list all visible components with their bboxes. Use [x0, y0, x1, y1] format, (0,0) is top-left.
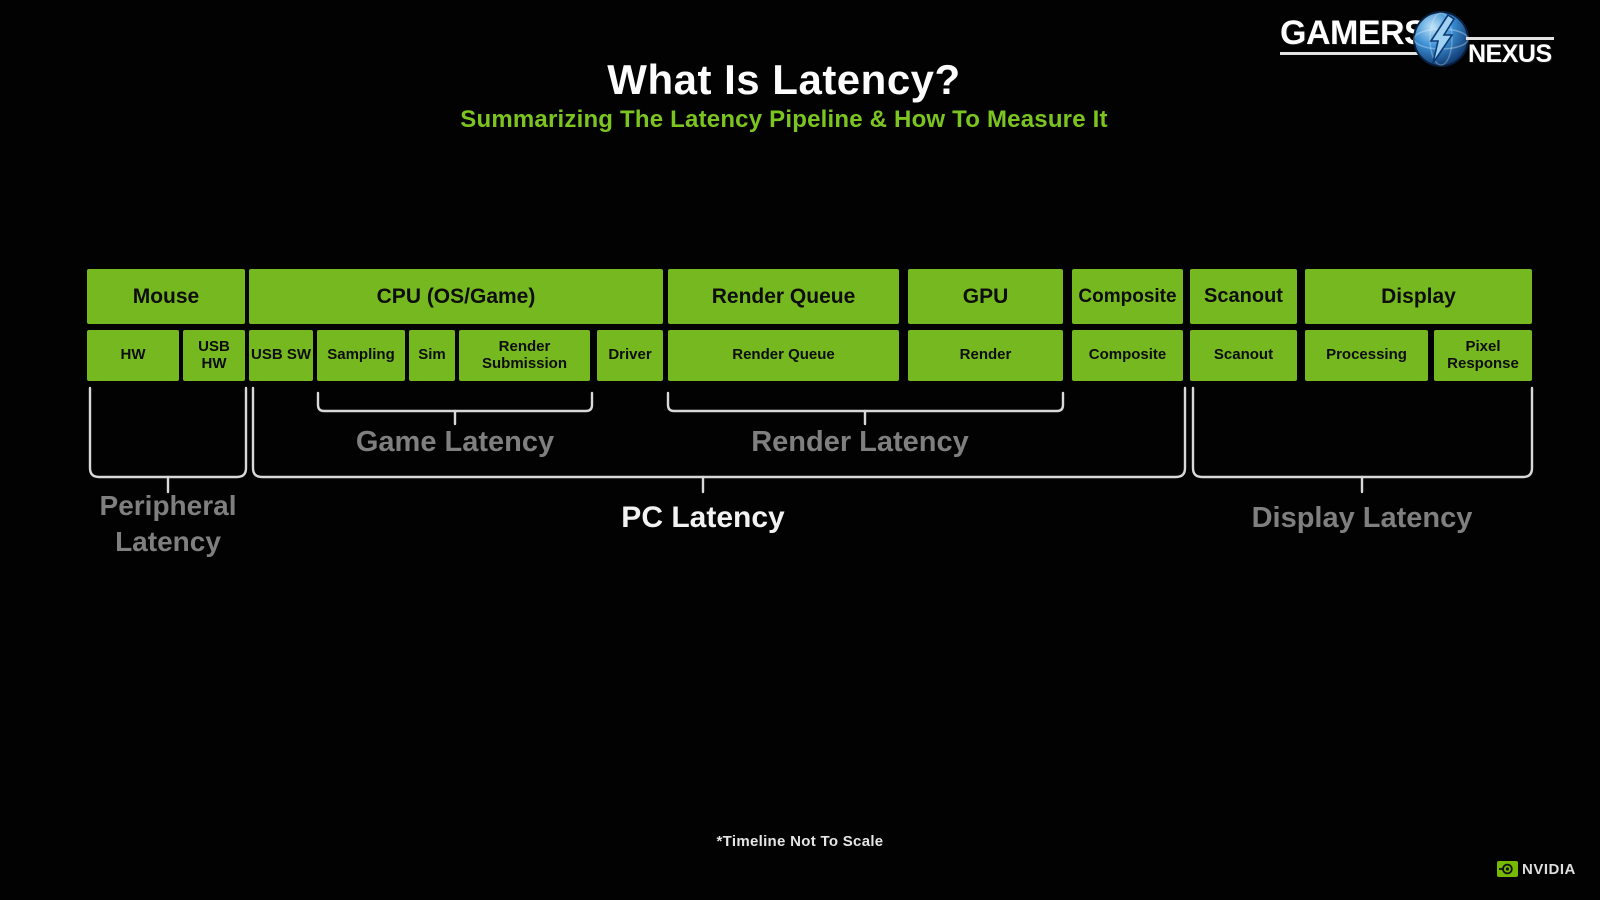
nvidia-eye-icon: [1497, 861, 1518, 877]
brace-render-latency: [666, 391, 1065, 426]
pipeline-substage-hw: HW: [87, 330, 179, 381]
page-title: What Is Latency?: [607, 56, 961, 103]
pipeline-substage-composite: Composite: [1072, 330, 1183, 381]
pipeline-stage-mouse: Mouse: [87, 269, 245, 324]
pipeline-stage-cpu: CPU (OS/Game): [249, 269, 663, 324]
pipeline-stage-display: Display: [1305, 269, 1532, 324]
pipeline-substage-render: Render: [908, 330, 1063, 381]
brace-peripheral-latency: [88, 386, 248, 494]
pipeline-substage-scanout: Scanout: [1190, 330, 1297, 381]
label-render-latency: Render Latency: [751, 426, 969, 458]
footnote: *Timeline Not To Scale: [716, 833, 884, 850]
gamers-nexus-wordmark-left: GAMERS: [1280, 14, 1427, 52]
label-game-latency: Game Latency: [355, 426, 555, 458]
pipeline-substage-usb-hw: USB HW: [183, 330, 245, 381]
page-subtitle: Summarizing The Latency Pipeline & How T…: [460, 106, 1108, 133]
pipeline-substage-driver: Driver: [597, 330, 663, 381]
brace-display-latency: [1191, 386, 1534, 494]
label-peripheral-latency: Peripheral Latency: [99, 490, 237, 557]
pipeline-substage-render-queue: Render Queue: [668, 330, 899, 381]
brace-game-latency: [316, 391, 594, 426]
gamers-nexus-underline: [1280, 52, 1430, 55]
pipeline-stage-scanout: Scanout: [1190, 269, 1297, 324]
nvidia-logo: NVIDIA: [1497, 858, 1576, 880]
label-display-latency: Display Latency: [1251, 502, 1473, 534]
pipeline-substage-pixel-response: Pixel Response: [1434, 330, 1532, 381]
pipeline-stage-composite: Composite: [1072, 269, 1183, 324]
pipeline-substage-sim: Sim: [409, 330, 455, 381]
pipeline-stage-gpu: GPU: [908, 269, 1063, 324]
pipeline-substage-render-submission: Render Submission: [459, 330, 590, 381]
pipeline-stage-render-queue: Render Queue: [668, 269, 899, 324]
pipeline-substage-sampling: Sampling: [317, 330, 405, 381]
gamers-nexus-globe-icon: [1413, 11, 1469, 67]
pipeline-substage-usb-sw: USB SW: [249, 330, 313, 381]
label-pc-latency: PC Latency: [621, 501, 785, 534]
gamers-nexus-logo: GAMERS NEXUS: [1270, 8, 1580, 78]
nvidia-wordmark: NVIDIA: [1522, 860, 1576, 878]
gamers-nexus-overline: [1466, 37, 1554, 40]
gamers-nexus-wordmark-right: NEXUS: [1468, 40, 1552, 68]
pipeline-substage-processing: Processing: [1305, 330, 1428, 381]
